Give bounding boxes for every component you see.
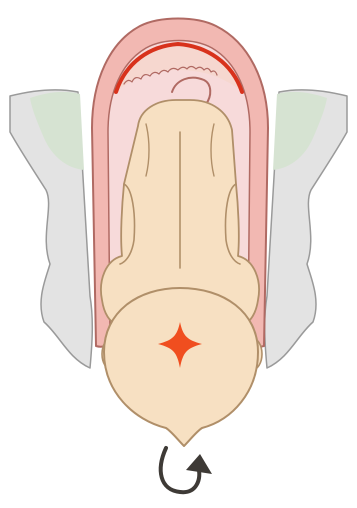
rotation-arrowhead (186, 454, 212, 474)
fetus-head (104, 288, 258, 446)
